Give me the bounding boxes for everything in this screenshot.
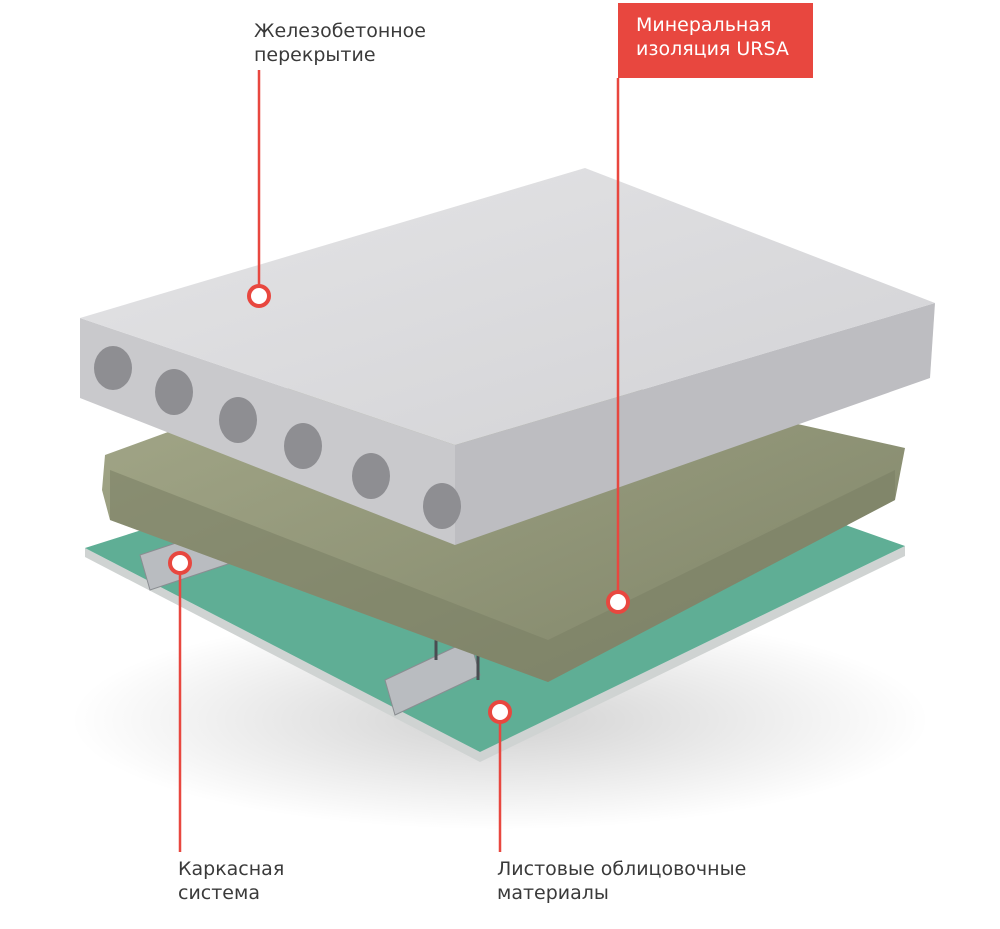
callout-markers: [168, 284, 630, 724]
callout-lines: [178, 70, 620, 852]
concrete-slab: [80, 168, 935, 545]
label-frame: Каркасная система: [178, 857, 284, 905]
marker-frame: [168, 551, 192, 575]
label-line: Каркасная: [178, 858, 285, 880]
label-line: перекрытие: [254, 44, 376, 66]
label-line: Железобетонное: [254, 20, 426, 42]
slab-holes: [94, 346, 461, 529]
label-slab: Железобетонное перекрытие: [254, 19, 426, 67]
label-line: Минеральная: [636, 14, 772, 36]
marker-insulation: [606, 590, 630, 614]
label-sheets: Листовые облицовочные материалы: [497, 857, 746, 905]
label-insulation: Минеральная изоляция URSA: [618, 3, 813, 78]
marker-slab: [247, 284, 271, 308]
label-line: Листовые облицовочные: [497, 858, 747, 880]
marker-sheets: [488, 700, 512, 724]
label-line: материалы: [497, 882, 609, 904]
label-line: система: [178, 882, 260, 904]
label-line: изоляция URSA: [636, 38, 789, 60]
